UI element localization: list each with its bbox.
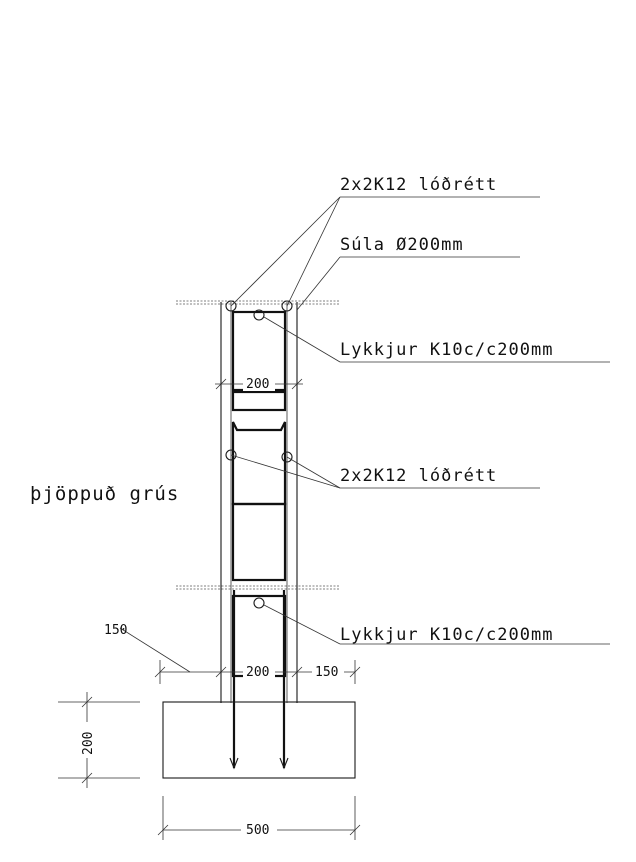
dim-footing-height: 200 — [81, 732, 96, 755]
label-soil: þjöppuð grús — [30, 483, 179, 505]
rebar-circles — [225, 300, 293, 609]
break-lines — [176, 300, 340, 590]
label-stirrups-upper: Lykkjur K10c/c200mm — [340, 340, 553, 360]
dim-column-width-lower: 200 — [246, 665, 269, 680]
vertical-rebars — [229, 590, 289, 770]
dimension-lines — [58, 378, 361, 840]
column-outline — [220, 302, 298, 703]
label-column: Súla Ø200mm — [340, 235, 464, 255]
label-top-bars: 2x2K12 lóðrétt — [340, 175, 497, 195]
footing — [162, 701, 356, 779]
label-mid-bars: 2x2K12 lóðrétt — [340, 466, 497, 486]
dim-column-width-upper: 200 — [246, 377, 269, 392]
dim-offset-right: 150 — [315, 665, 338, 680]
dim-offset-left: 150 — [104, 623, 127, 638]
leader-lines — [230, 196, 610, 645]
label-stirrups-lower: Lykkjur K10c/c200mm — [340, 625, 553, 645]
dim-footing-width: 500 — [246, 823, 269, 838]
stirrups — [231, 310, 287, 678]
